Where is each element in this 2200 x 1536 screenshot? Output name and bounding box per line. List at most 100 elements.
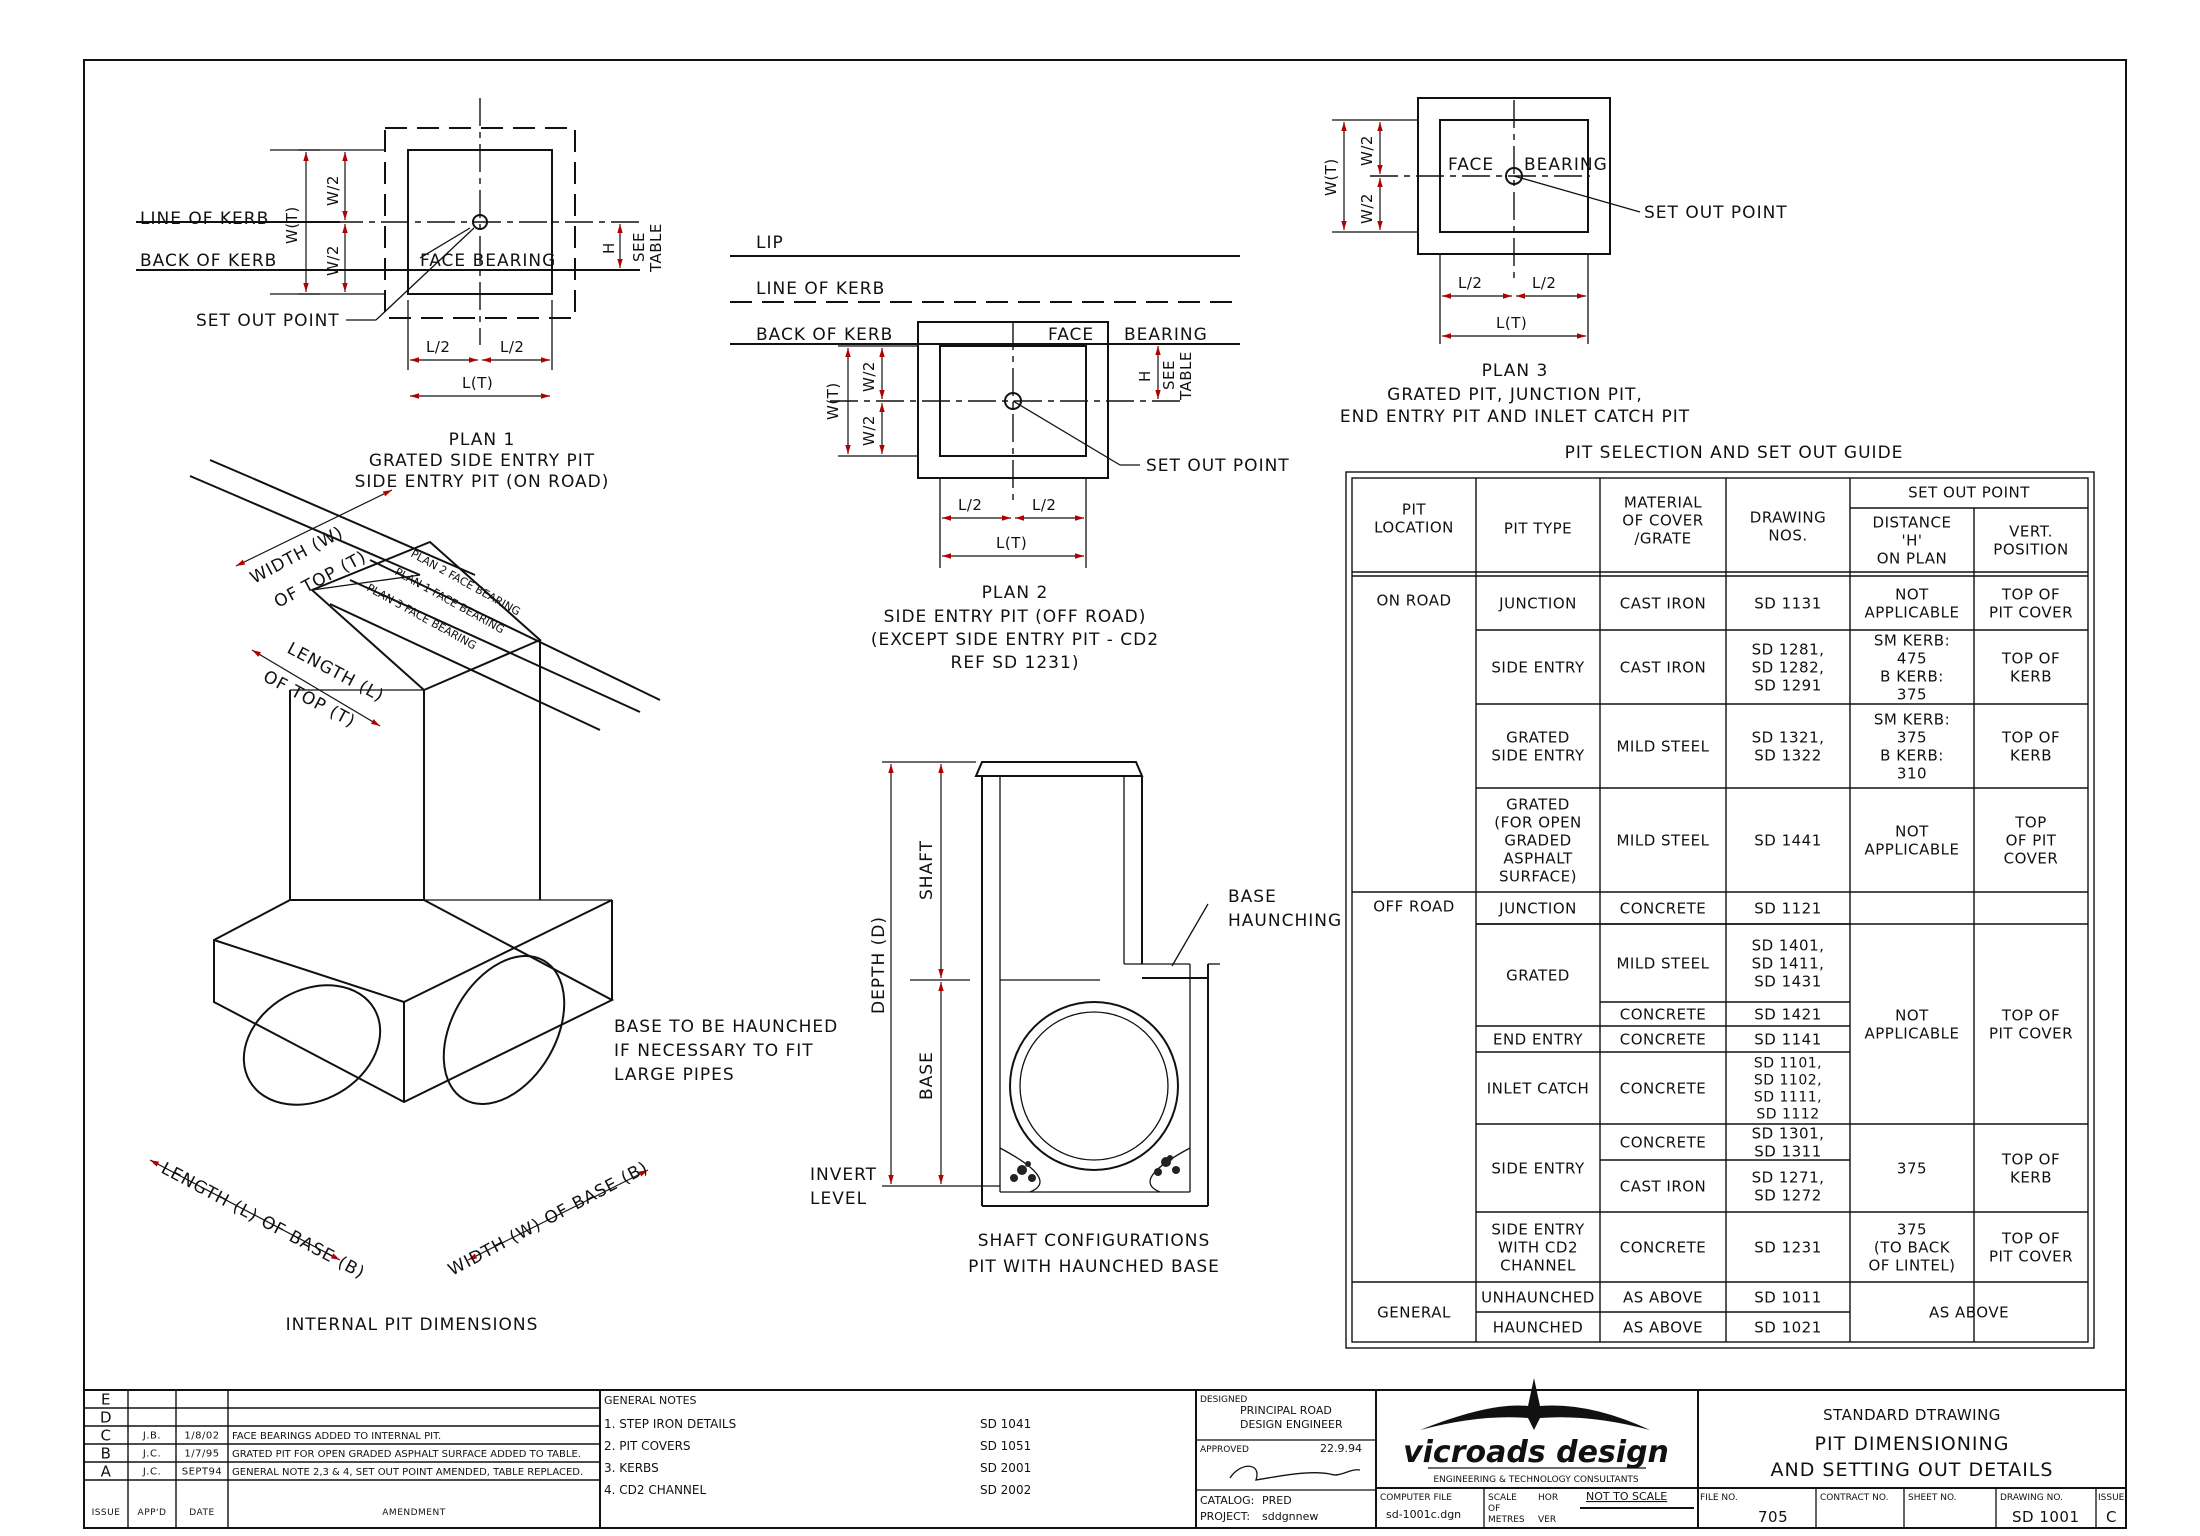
plan3-face: FACE — [1448, 155, 1494, 175]
cell-distance-h: NOT — [1895, 822, 1929, 840]
plan3-l-total: L(T) — [1496, 314, 1527, 332]
cell-drawing-nos: SD 1421 — [1754, 1005, 1822, 1023]
cell-drawing-nos: SD 1311 — [1754, 1142, 1822, 1160]
plan1-w-half-top: W/2 — [324, 175, 342, 206]
cell-distance-h: APPLICABLE — [1865, 840, 1960, 858]
computer-file: sd-1001c.dgn — [1386, 1508, 1461, 1521]
cell-pit-type: SIDE ENTRY — [1491, 746, 1585, 764]
cell-vert-position: OF PIT — [2006, 831, 2057, 849]
header-pit-type: PIT TYPE — [1504, 519, 1572, 537]
header-distance-h: DISTANCE — [1873, 513, 1952, 531]
cell-material: AS ABOVE — [1623, 1288, 1703, 1306]
general-note-ref: SD 2001 — [980, 1461, 1031, 1475]
amendment-date: 1/8/02 — [184, 1431, 219, 1442]
cell-material: MILD STEEL — [1616, 737, 1709, 755]
amendment-issue: E — [101, 1390, 111, 1408]
cell-vert-position: TOP OF — [2001, 585, 2060, 603]
cell-distance-h: B KERB: — [1880, 746, 1944, 764]
designed-label: DESIGNED — [1200, 1395, 1247, 1405]
cell-drawing-nos: SD 1111, — [1754, 1089, 1822, 1105]
invert-level-2: LEVEL — [810, 1189, 867, 1209]
base-haunching-1: BASE — [1228, 887, 1277, 907]
cell-pit-type: GRATED — [1506, 728, 1570, 746]
project-label: PROJECT: — [1200, 1510, 1250, 1523]
cell-vert-position: COVER — [2004, 849, 2059, 867]
general-note-ref: SD 2002 — [980, 1483, 1031, 1497]
cell-vert-position: PIT COVER — [1989, 1024, 2073, 1042]
cell-drawing-nos: SD 1411, — [1752, 954, 1825, 972]
signature — [1229, 1465, 1361, 1481]
cell-drawing-nos: SD 1121 — [1754, 899, 1822, 917]
scale-ver: VER — [1538, 1515, 1556, 1525]
cell-drawing-nos: SD 1101, — [1754, 1055, 1822, 1071]
plan2-bearing: BEARING — [1124, 325, 1208, 345]
cell-drawing-nos: SD 1322 — [1754, 746, 1822, 764]
header-distance-h: 'H' — [1901, 531, 1922, 549]
cell-material: CONCRETE — [1620, 1079, 1707, 1097]
cell-drawing-nos: SD 1272 — [1754, 1186, 1822, 1204]
header-vert-position: POSITION — [1993, 540, 2068, 558]
cell-pit-type: SIDE ENTRY — [1491, 1220, 1585, 1238]
plan2-line-of-kerb: LINE OF KERB — [756, 279, 885, 299]
cell-pit-type: SIDE ENTRY — [1491, 1159, 1585, 1177]
plan2-w-half-bottom: W/2 — [860, 415, 878, 446]
cell-drawing-nos: SD 1141 — [1754, 1030, 1822, 1048]
table-title: PIT SELECTION AND SET OUT GUIDE — [1565, 443, 1904, 463]
general-note: 2. PIT COVERS — [604, 1439, 691, 1453]
cell-vert-position: PIT COVER — [1989, 1247, 2073, 1265]
cell-vert-position: TOP — [2014, 813, 2047, 831]
amendment-text: GRATED PIT FOR OPEN GRADED ASPHALT SURFA… — [232, 1449, 581, 1460]
catalog-value: PRED — [1262, 1494, 1292, 1507]
amendment-appd: J.C. — [142, 1449, 161, 1460]
plan2-h: H — [1136, 370, 1154, 382]
plan2-l-total: L(T) — [996, 534, 1027, 552]
cell-drawing-nos: SD 1401, — [1752, 936, 1825, 954]
depth-label: DEPTH (D) — [869, 916, 889, 1014]
amendment-issue: D — [100, 1408, 112, 1426]
base-label: BASE — [917, 1051, 937, 1100]
cell-material: CAST IRON — [1620, 1177, 1707, 1195]
cell-vert-position: KERB — [2010, 1168, 2052, 1186]
approved-date: 22.9.94 — [1320, 1442, 1362, 1455]
vicroads-logo-mark — [1420, 1378, 1650, 1430]
cell-material: CAST IRON — [1620, 658, 1707, 676]
header-drawing-nos: NOS. — [1768, 526, 1807, 544]
computer-file-label: COMPUTER FILE — [1380, 1493, 1452, 1503]
amendment-col-issue: ISSUE — [92, 1508, 121, 1518]
cell-material: AS ABOVE — [1623, 1318, 1703, 1336]
cell-material: CONCRETE — [1620, 1238, 1707, 1256]
cell-material: CONCRETE — [1620, 1005, 1707, 1023]
plan1-l-half-left: L/2 — [426, 338, 450, 356]
cell-pit-type: INLET CATCH — [1487, 1079, 1590, 1097]
cell-vert-position: KERB — [2010, 746, 2052, 764]
file-no: 705 — [1758, 1508, 1788, 1526]
plan2-w-half-top: W/2 — [860, 361, 878, 392]
cell-vert-position: TOP OF — [2001, 1229, 2060, 1247]
cell-distance-h: (TO BACK — [1874, 1238, 1951, 1256]
cell-drawing-nos: SD 1282, — [1752, 658, 1825, 676]
cell-distance-h: 375 — [1897, 728, 1927, 746]
cell-drawing-nos: SD 1021 — [1754, 1318, 1822, 1336]
plan2-w-total: W(T) — [824, 382, 842, 420]
cell-pit-type: SURFACE) — [1499, 867, 1577, 885]
vicroads-subtitle: ENGINEERING & TECHNOLOGY CONSULTANTS — [1433, 1475, 1639, 1485]
issue-value: C — [2106, 1508, 2117, 1526]
iso-base-note-1: BASE TO BE HAUNCHED — [614, 1017, 838, 1037]
cell-pit-type: UNHAUNCHED — [1481, 1288, 1595, 1306]
plan-3: FACE BEARING SET OUT POINT W(T) W/2 W/2 … — [1322, 97, 1787, 427]
cell-distance-h: 375 — [1897, 1159, 1927, 1177]
cell-drawing-nos: SD 1431 — [1754, 972, 1822, 990]
pit-selection-table: PIT SELECTION AND SET OUT GUIDE PITLOCAT… — [1345, 443, 2095, 1349]
cell-distance-h: SM KERB: — [1874, 710, 1950, 728]
plan2-set-out-point: SET OUT POINT — [1146, 456, 1290, 476]
header-material: /GRATE — [1634, 529, 1691, 547]
designer-1: PRINCIPAL ROAD — [1240, 1404, 1332, 1417]
cell-pit-type: END ENTRY — [1493, 1030, 1583, 1048]
cell-distance-h: APPLICABLE — [1865, 603, 1960, 621]
file-no-label: FILE NO. — [1700, 1493, 1738, 1503]
cell-vert-position: PIT COVER — [1989, 603, 2073, 621]
cell-pit-type: WITH CD2 — [1498, 1238, 1578, 1256]
cell-general-set-out: AS ABOVE — [1929, 1303, 2009, 1321]
